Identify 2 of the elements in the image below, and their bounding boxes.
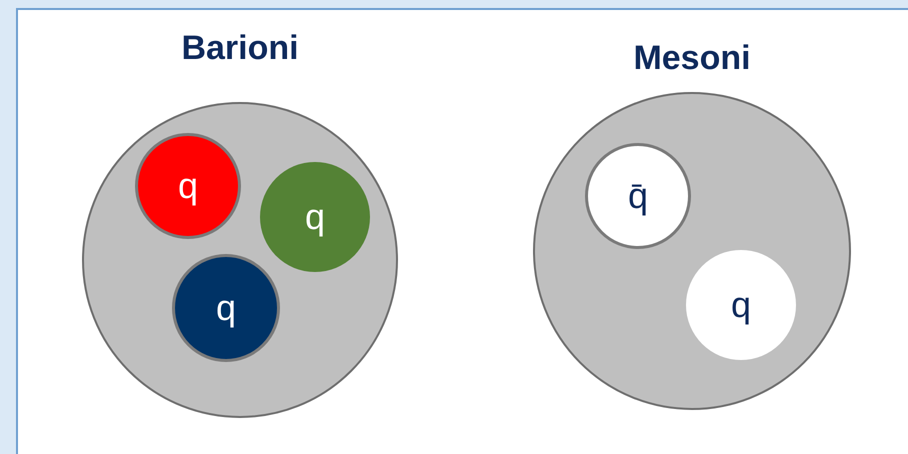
group-heading: Mesoni: [633, 38, 751, 78]
group-heading: Barioni: [181, 28, 299, 68]
